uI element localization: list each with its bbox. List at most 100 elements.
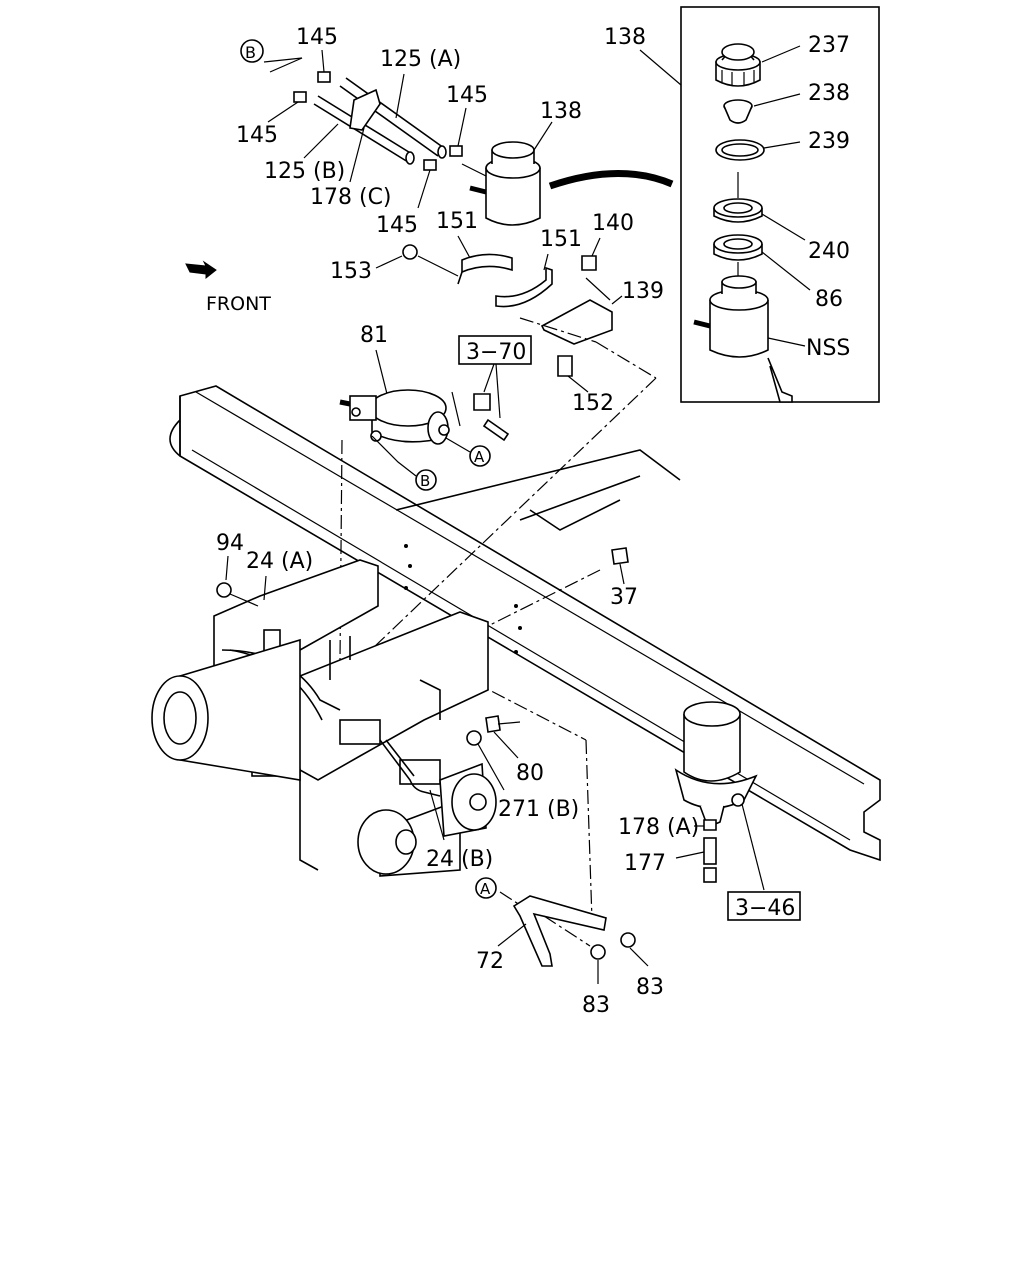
ref-box-3-70[interactable] — [458, 335, 532, 365]
label-front: FRONT — [206, 293, 271, 315]
leader-72 — [497, 923, 527, 947]
label-151-b: 151 — [540, 227, 582, 252]
circle-b-top — [240, 39, 264, 63]
label-circle-a-bottom: A — [480, 880, 491, 898]
cap-237 — [715, 43, 761, 87]
circle-a-bottom — [475, 877, 497, 899]
leader-24-b — [429, 789, 445, 841]
fitting-b — [482, 418, 510, 442]
nut-83-b — [620, 932, 636, 948]
valve-81 — [339, 389, 450, 445]
label-271-b: 271 (B) — [498, 797, 579, 822]
front-arrow-icon — [185, 260, 217, 280]
clip-145-c — [293, 91, 307, 103]
label-circle-b-top: B — [245, 43, 256, 62]
leader-145-a — [321, 49, 325, 73]
nut-153 — [402, 244, 418, 260]
leader-83-b — [629, 947, 649, 967]
leader-177 — [675, 851, 705, 859]
leader-239 — [763, 141, 801, 149]
band-151-a — [461, 253, 513, 274]
label-153: 153 — [330, 259, 372, 284]
label-151-a: 151 — [436, 209, 478, 234]
bolt-37 — [611, 547, 629, 565]
frame-holes — [404, 544, 522, 654]
clip-145-d — [423, 159, 437, 171]
leader-125-b — [303, 123, 339, 159]
ref-line-b2 — [269, 57, 303, 73]
leader-145-c — [267, 101, 299, 123]
leader-86 — [761, 251, 811, 291]
label-125-a: 125 (A) — [380, 47, 461, 72]
leader-125-a — [395, 73, 405, 119]
reservoir-nss — [693, 275, 793, 403]
clamp-178-c — [349, 88, 381, 131]
dash-line-2 — [349, 377, 657, 671]
label-37: 37 — [610, 585, 638, 610]
leader-3-70-b — [495, 363, 501, 419]
bracket-139 — [540, 299, 613, 345]
label-24-b: 24 (B) — [426, 847, 493, 872]
circle-b-mid — [415, 469, 437, 491]
label-86: 86 — [815, 287, 843, 312]
bolt-80 — [485, 715, 501, 733]
bolt-152 — [557, 355, 573, 377]
leader-237 — [761, 45, 801, 63]
clip-178-a — [703, 819, 717, 831]
bolt-140 — [581, 255, 597, 271]
fitting-a — [473, 393, 491, 411]
frame-rail — [169, 385, 881, 862]
ref-label-3-46[interactable]: 3−46 — [735, 896, 795, 921]
leader-24-a — [263, 575, 267, 601]
leader-140 — [591, 237, 601, 257]
label-177: 177 — [624, 851, 666, 876]
label-178-a: 178 (A) — [618, 815, 699, 840]
label-circle-b-mid: B — [420, 472, 430, 490]
seal-86 — [713, 234, 763, 261]
label-238: 238 — [808, 81, 850, 106]
ref-label-3-70[interactable]: 3−70 — [466, 340, 526, 365]
label-139: 139 — [622, 279, 664, 304]
label-80: 80 — [516, 761, 544, 786]
leader-151-a — [457, 235, 471, 259]
leader-94 — [225, 555, 229, 581]
leader-139 — [611, 295, 623, 305]
nut-83-a — [590, 944, 606, 960]
leader-nss — [767, 337, 806, 347]
label-138-box: 138 — [604, 25, 646, 50]
reservoir-138 — [461, 141, 541, 226]
pipe-125-a — [339, 85, 439, 157]
air-dryer — [674, 701, 758, 825]
leader-178-c — [349, 127, 365, 183]
label-178-c: 178 (C) — [310, 185, 392, 210]
label-83-b: 83 — [636, 975, 664, 1000]
label-138-top: 138 — [540, 99, 582, 124]
label-240: 240 — [808, 239, 850, 264]
clip-145-b — [449, 145, 463, 157]
leader-145-b — [457, 107, 467, 147]
label-145-a: 145 — [296, 25, 338, 50]
strainer-238 — [723, 99, 753, 124]
label-nss: NSS — [806, 336, 850, 361]
label-circle-a-mid: A — [474, 448, 485, 466]
label-94: 94 — [216, 531, 244, 556]
label-145-c: 145 — [236, 123, 278, 148]
ref-line-b — [263, 57, 303, 63]
label-72: 72 — [476, 949, 504, 974]
leader-138-top — [533, 121, 553, 151]
pipe-125-b — [313, 103, 409, 163]
leader-145-d — [417, 169, 431, 209]
label-125-b: 125 (B) — [264, 159, 345, 184]
ref-box-3-46[interactable] — [727, 891, 801, 921]
cylinder-left — [151, 638, 301, 781]
label-83-a: 83 — [582, 993, 610, 1018]
nut-94 — [216, 582, 232, 598]
tube-177 — [703, 837, 717, 865]
label-152: 152 — [572, 391, 614, 416]
bracket-72 — [512, 895, 607, 967]
seal-240 — [713, 198, 763, 223]
leader-3-70-a — [483, 363, 495, 393]
leader-240 — [761, 213, 806, 241]
leader-152 — [567, 375, 589, 393]
clip-145-a — [317, 71, 331, 83]
